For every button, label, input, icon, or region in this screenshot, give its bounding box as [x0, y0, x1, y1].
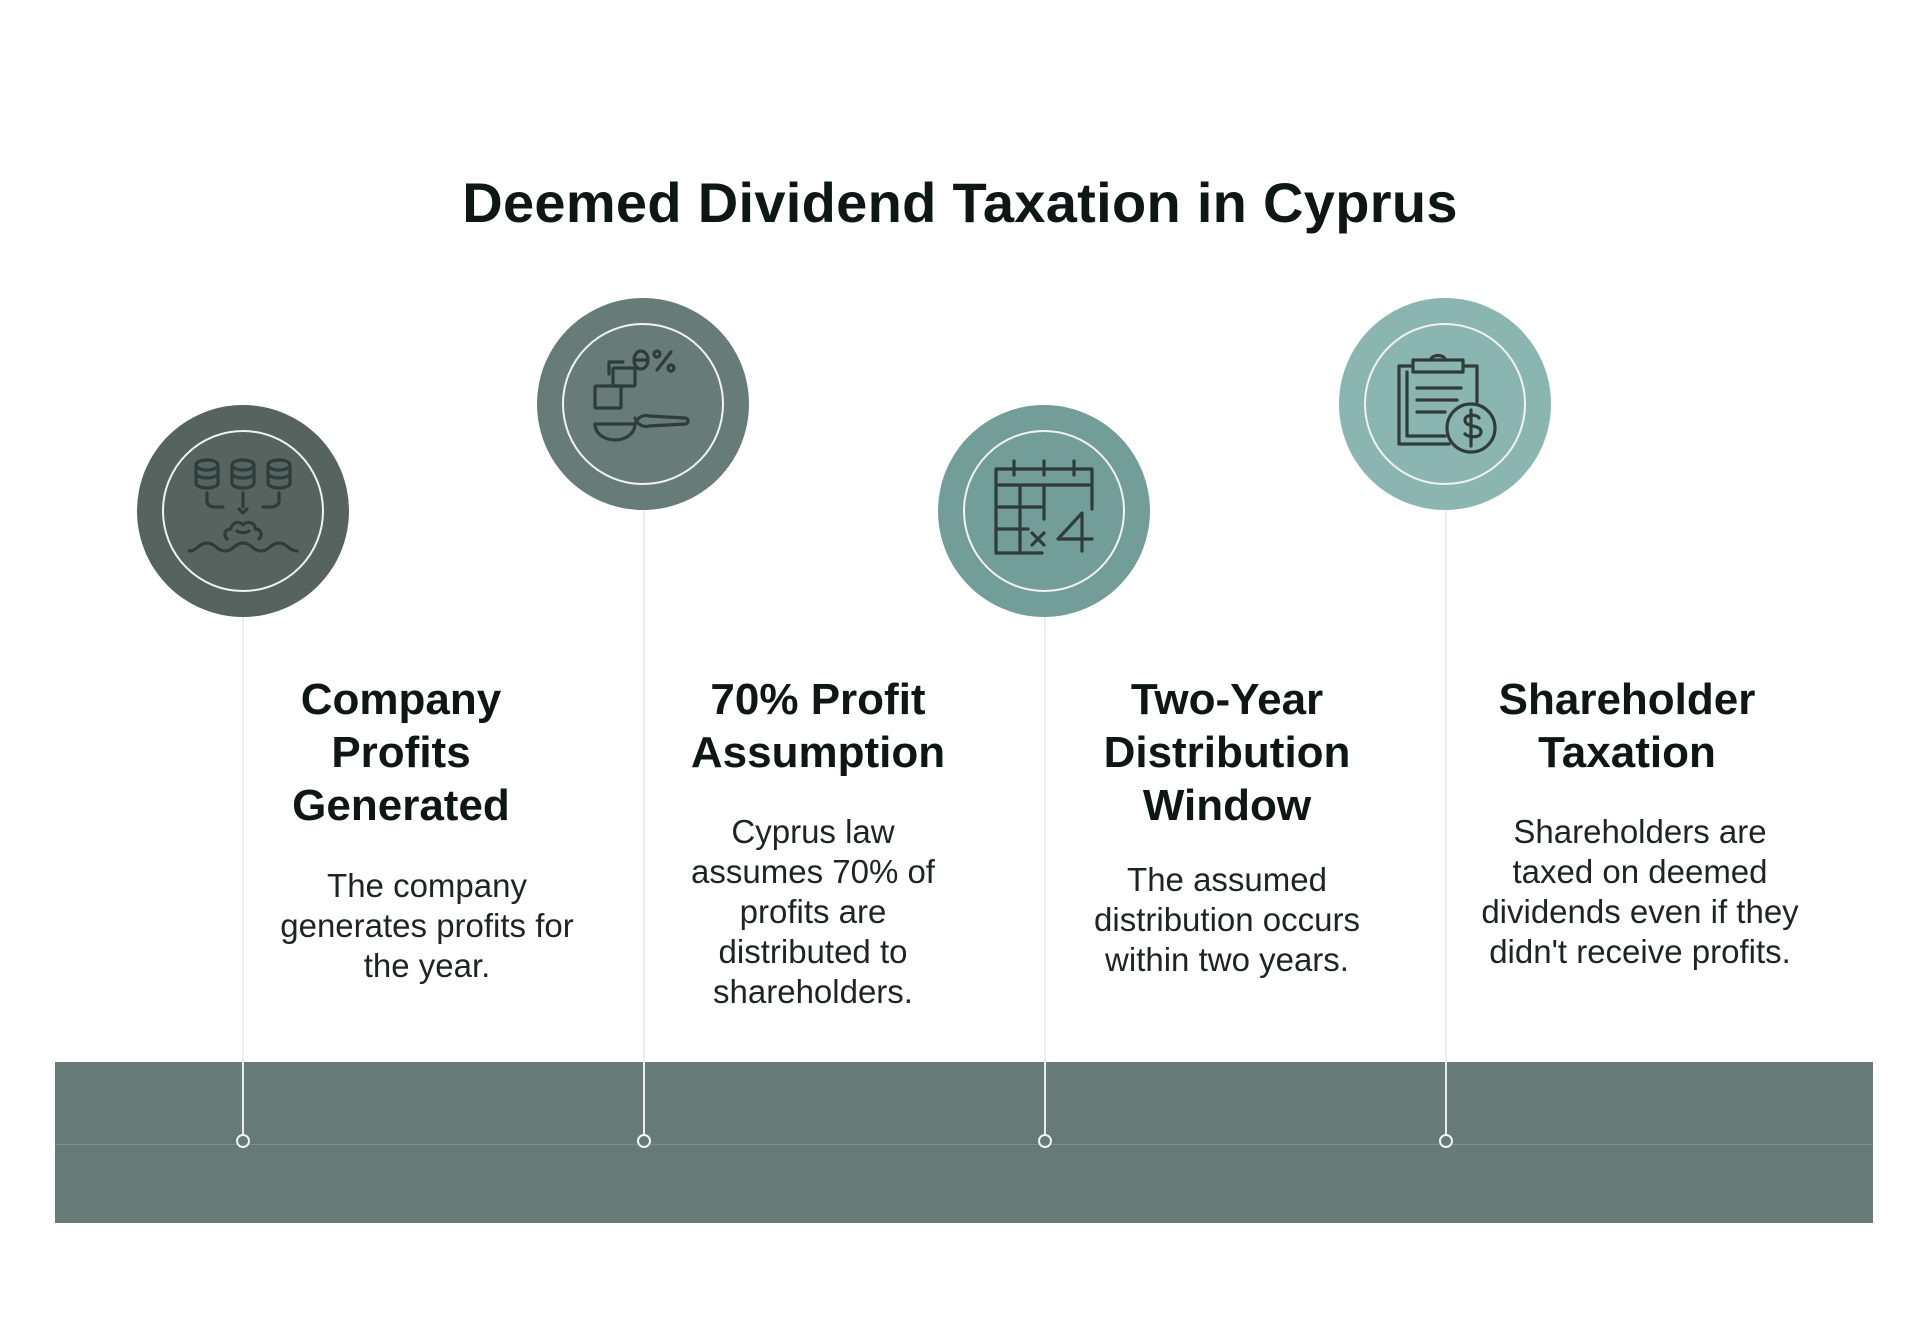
calendar-multiply-icon — [994, 459, 1094, 555]
step-3-description: The assumed distribution occurs within t… — [1094, 861, 1360, 978]
step-1-badge — [137, 405, 349, 617]
step-4-badge — [1339, 298, 1551, 510]
connector-line-3 — [1044, 610, 1046, 1062]
connector-tick-2 — [643, 1062, 645, 1140]
step-3-badge — [938, 405, 1150, 617]
connector-line-1 — [242, 610, 244, 1062]
connector-tick-1 — [242, 1062, 244, 1140]
coins-splash-icon — [187, 458, 299, 553]
step-3-title: Two-Year Distribution Window — [1103, 675, 1351, 830]
connector-line-2 — [643, 505, 645, 1062]
step-2-badge — [537, 298, 749, 510]
timeline-band — [55, 1062, 1873, 1223]
step-4-title: Shareholder Taxation — [1498, 675, 1756, 777]
step-2-title: 70% Profit Assumption — [690, 675, 946, 777]
badge-ring — [162, 430, 324, 592]
step-4-description: Shareholders are taxed on deemed dividen… — [1481, 813, 1799, 970]
timeline-node-3 — [1038, 1134, 1052, 1148]
timeline-node-1 — [236, 1134, 250, 1148]
badge-ring — [963, 430, 1125, 592]
timeline-axis — [55, 1144, 1873, 1145]
timeline-node-2 — [637, 1134, 651, 1148]
page-title: Deemed Dividend Taxation in Cyprus — [462, 171, 1458, 234]
connector-tick-4 — [1445, 1062, 1447, 1140]
step-1-description: The company generates profits for the ye… — [280, 867, 574, 984]
badge-ring — [1364, 323, 1526, 485]
badge-ring — [562, 323, 724, 485]
clipboard-dollar-icon — [1397, 353, 1497, 454]
scale-percent-icon — [593, 349, 690, 442]
step-1-title: Company Profits Generated — [292, 675, 510, 830]
timeline-node-4 — [1439, 1134, 1453, 1148]
step-2-description: Cyprus law assumes 70% of profits are di… — [691, 813, 935, 1010]
connector-line-4 — [1445, 505, 1447, 1062]
connector-tick-3 — [1044, 1062, 1046, 1140]
